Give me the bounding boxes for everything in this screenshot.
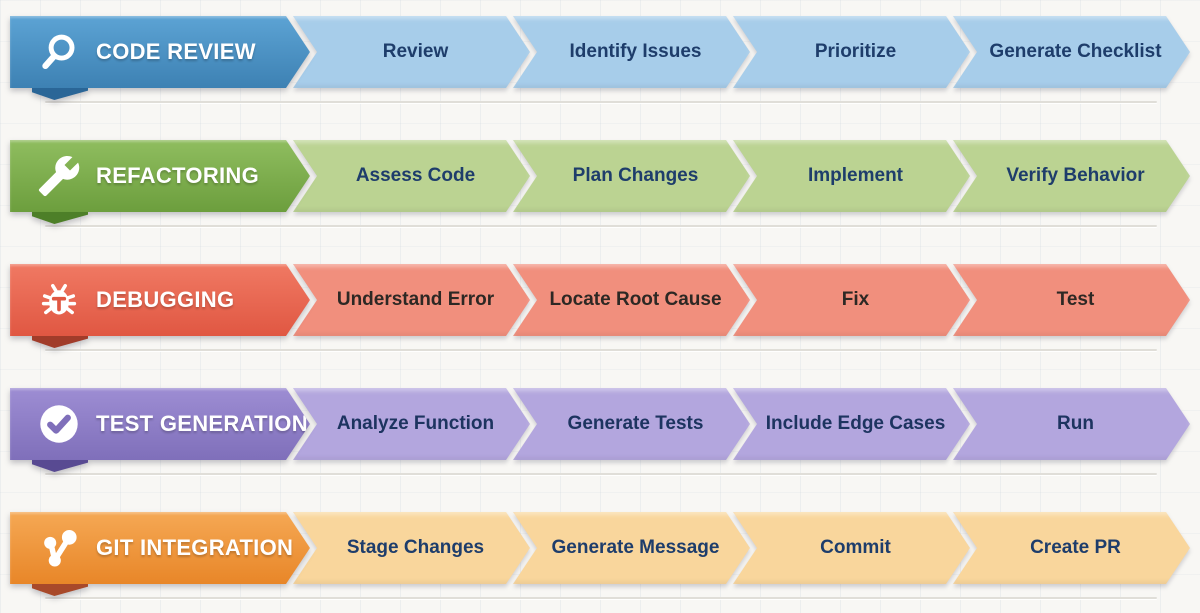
step-segment: Commit — [733, 512, 970, 584]
row-divider — [45, 473, 1157, 475]
row-divider — [45, 597, 1157, 599]
step-label: Commit — [820, 537, 891, 558]
workflow-header: GIT INTEGRATION — [10, 512, 310, 596]
step-label: Generate Tests — [567, 413, 704, 434]
step-segment: Identify Issues — [513, 16, 750, 88]
step-segment: Generate Message — [513, 512, 750, 584]
workflow-row-refactoring: REFACTORING Assess Code Plan Changes Imp… — [10, 140, 1190, 224]
step-label: Prioritize — [814, 41, 897, 62]
row-divider — [45, 101, 1157, 103]
step-segment: Prioritize — [733, 16, 970, 88]
step-label: Test — [1056, 289, 1095, 310]
step-label: Stage Changes — [346, 537, 485, 558]
step-label: Fix — [841, 289, 870, 310]
step-segment: Generate Checklist — [953, 16, 1190, 88]
workflow-row-code-review: CODE REVIEW Review Identify Issues Prior… — [10, 16, 1190, 100]
step-segment: Generate Tests — [513, 388, 750, 460]
step-label: Implement — [807, 165, 904, 186]
workflow-row-test-generation: TEST GENERATION Analyze Function Generat… — [10, 388, 1190, 472]
workflow-title: CODE REVIEW — [96, 39, 256, 64]
step-segment: Stage Changes — [293, 512, 530, 584]
step-label: Understand Error — [336, 289, 495, 310]
workflow-header: DEBUGGING — [10, 264, 310, 348]
row-divider — [45, 225, 1157, 227]
step-segment: Run — [953, 388, 1190, 460]
step-segment: Fix — [733, 264, 970, 336]
workflow-title: TEST GENERATION — [96, 411, 308, 436]
step-label: Generate Checklist — [989, 41, 1162, 62]
workflow-title: GIT INTEGRATION — [96, 535, 294, 560]
step-segment: Review — [293, 16, 530, 88]
git-branch-icon — [37, 526, 81, 570]
workflow-title: DEBUGGING — [96, 287, 235, 312]
workflow-row-git-integration: GIT INTEGRATION Stage Changes Generate M… — [10, 512, 1190, 596]
step-segment: Locate Root Cause — [513, 264, 750, 336]
workflow-header: CODE REVIEW — [10, 16, 310, 100]
row-divider — [45, 349, 1157, 351]
check-circle-icon — [37, 402, 81, 446]
workflow-row-debugging: DEBUGGING Understand Error Locate Root C… — [10, 264, 1190, 348]
step-label: Identify Issues — [569, 41, 702, 62]
step-segment: Create PR — [953, 512, 1190, 584]
bug-icon — [37, 278, 81, 322]
step-segment: Assess Code — [293, 140, 530, 212]
step-segment: Analyze Function — [293, 388, 530, 460]
step-label: Analyze Function — [336, 413, 495, 434]
workflow-header: REFACTORING — [10, 140, 310, 224]
step-label: Review — [382, 41, 449, 62]
step-label: Generate Message — [551, 537, 720, 558]
step-label: Create PR — [1030, 537, 1121, 558]
step-segment: Test — [953, 264, 1190, 336]
workflow-header: TEST GENERATION — [10, 388, 310, 472]
step-segment: Include Edge Cases — [733, 388, 970, 460]
step-label: Locate Root Cause — [549, 289, 722, 310]
step-label: Plan Changes — [572, 165, 699, 186]
workflow-title: REFACTORING — [96, 163, 260, 188]
step-segment: Plan Changes — [513, 140, 750, 212]
step-segment: Understand Error — [293, 264, 530, 336]
step-label: Include Edge Cases — [765, 413, 946, 434]
step-label: Assess Code — [355, 165, 476, 186]
search-icon — [37, 30, 81, 74]
wrench-icon — [37, 154, 81, 198]
step-label: Run — [1057, 413, 1094, 434]
step-segment: Implement — [733, 140, 970, 212]
step-label: Verify Behavior — [1006, 165, 1145, 186]
step-segment: Verify Behavior — [953, 140, 1190, 212]
